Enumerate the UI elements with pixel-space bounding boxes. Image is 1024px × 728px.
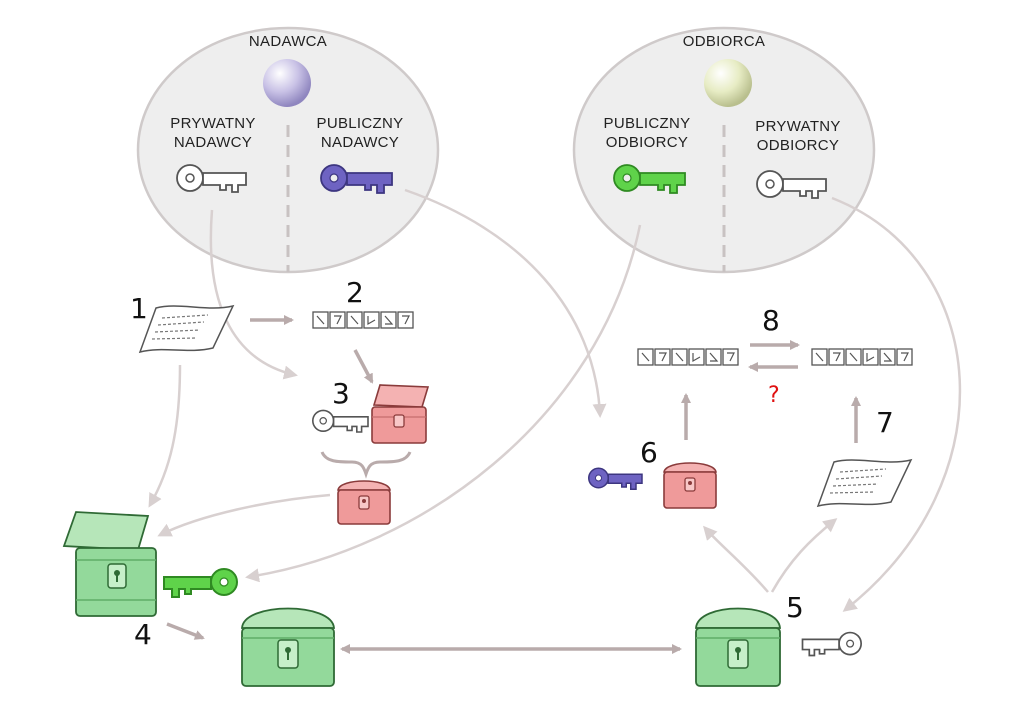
document-icon: [138, 304, 235, 354]
receiver-title: ODBIORCA: [683, 33, 765, 50]
curly-brace: [320, 451, 412, 479]
document-icon: [816, 458, 913, 508]
hash-icon: [637, 348, 739, 366]
closed-green-chest-icon: [241, 607, 335, 687]
receiver-public-key-icon: [613, 164, 686, 194]
sender-circle: NADAWCA PRYWATNY NADAWCY PUBLICZNY NADAW…: [136, 26, 440, 274]
flow-receiver-private-key-to-step5: [831, 196, 962, 612]
flow-step5-to-step6: [703, 525, 769, 593]
flow-document-to-green-chest: [148, 364, 182, 508]
open-green-chest-icon: [62, 511, 157, 617]
step-arrows: [166, 315, 861, 654]
flow-step5-to-step7: [770, 518, 838, 593]
step-number-5: 5: [786, 591, 804, 624]
hash-icon: [811, 348, 913, 366]
sender-private-key-icon: [176, 164, 247, 193]
step-number-2: 2: [346, 276, 364, 309]
compare-question-mark: ?: [768, 383, 780, 408]
hash-icon: [312, 311, 414, 329]
receiver-circle: ODBIORCA PUBLICZNY ODBIORCY PRYWATNY ODB…: [572, 26, 876, 274]
step-number-4: 4: [134, 618, 152, 651]
receiver-public-label-line2: ODBIORCY: [606, 134, 688, 151]
open-red-chest-icon: [371, 384, 430, 444]
step-number-7: 7: [876, 406, 894, 439]
receiver-private-label-line1: PRYWATNY: [755, 118, 840, 135]
closed-red-chest-icon: [337, 480, 391, 525]
flow-public-key-to-step6: [404, 188, 607, 418]
step3-private-key-icon: [312, 409, 369, 433]
sender-private-label-line1: PRYWATNY: [170, 115, 255, 132]
sender-title: NADAWCA: [249, 33, 327, 50]
receiver-public-label-line1: PUBLICZNY: [604, 115, 691, 132]
step4-receiver-public-key-icon: [163, 568, 238, 598]
step6-sender-public-key-icon: [588, 467, 643, 490]
step-number-8: 8: [762, 304, 780, 337]
receiver-private-key-icon: [756, 170, 827, 199]
step-number-1: 1: [130, 292, 148, 325]
sender-public-key-icon: [320, 164, 393, 194]
flow-receiver-public-key-to-green-key: [245, 224, 642, 583]
sender-private-label-line2: NADAWCY: [174, 134, 252, 151]
flow-red-chest-to-green-chest: [157, 493, 331, 537]
arrow-step4: [166, 622, 205, 640]
sender-public-label-line2: NADAWCY: [321, 134, 399, 151]
sender-orb-icon: [263, 59, 311, 107]
arrow-hash-to-red-chest: [353, 349, 374, 384]
receiver-private-label-line2: ODBIORCY: [757, 137, 839, 154]
step-number-6: 6: [640, 436, 658, 469]
step6-red-chest-icon: [663, 462, 717, 509]
sender-public-label-line1: PUBLICZNY: [317, 115, 404, 132]
step-number-3: 3: [332, 377, 350, 410]
step5-receiver-private-key-icon: [801, 631, 862, 657]
receiver-orb-icon: [704, 59, 752, 107]
received-green-chest-icon: [695, 607, 781, 687]
